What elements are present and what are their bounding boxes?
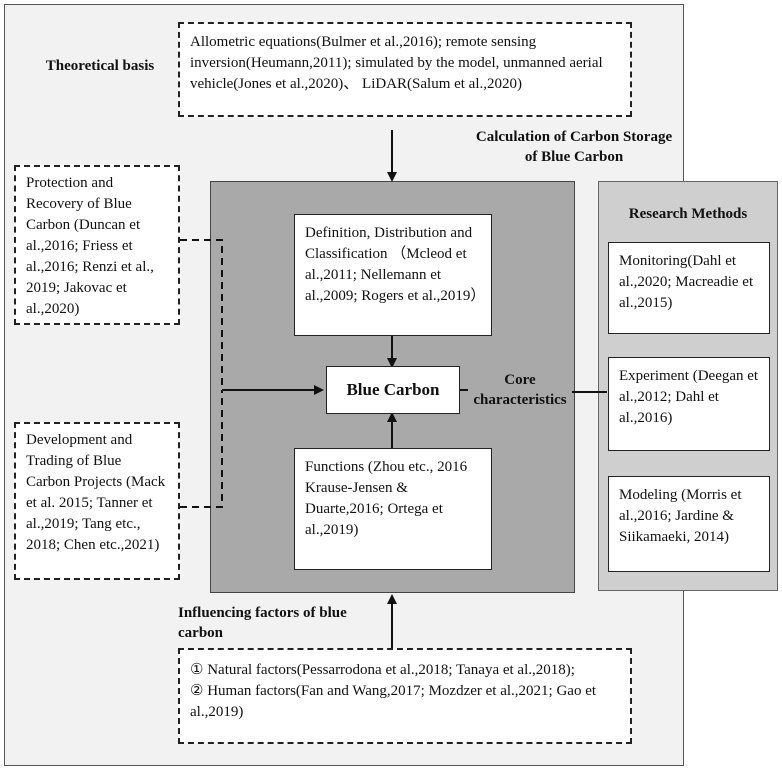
influencing-factors-label: Influencing factors of blue carbon xyxy=(178,605,347,641)
functions-box: Functions (Zhou etc., 2016 Krause-Jensen… xyxy=(294,448,492,570)
dashed-link-development xyxy=(180,390,223,508)
protection-recovery-text: Protection and Recovery of Blue Carbon (… xyxy=(26,175,154,317)
blue-carbon-box: Blue Carbon xyxy=(326,366,460,414)
monitoring-box: Monitoring(Dahl et al.,2020; Macreadie e… xyxy=(608,242,770,334)
research-methods-title: Research Methods xyxy=(628,206,748,222)
calculation-label: Calculation of Carbon Storage of Blue Ca… xyxy=(475,129,673,165)
monitoring-text: Monitoring(Dahl et al.,2020; Macreadie e… xyxy=(619,253,754,311)
protection-recovery-box: Protection and Recovery of Blue Carbon (… xyxy=(14,165,180,325)
human-factors-text: ② Human factors(Fan and Wang,2017; Mozdz… xyxy=(190,683,597,720)
modeling-box: Modeling (Morris et al.,2016; Jardine & … xyxy=(608,476,770,572)
modeling-text: Modeling (Morris et al.,2016; Jardine & … xyxy=(619,487,742,545)
core-characteristics-label: Core characteristics xyxy=(473,372,567,408)
allometric-equations-text: Allometric equations(Bulmer et al.,2016)… xyxy=(190,34,603,92)
natural-factors-text: ① Natural factors(Pessarrodona et al.,20… xyxy=(190,662,575,678)
allometric-equations-box: Allometric equations(Bulmer et al.,2016)… xyxy=(178,22,632,117)
experiment-box: Experiment (Deegan et al.,2012; Dahl et … xyxy=(608,357,770,451)
definition-text: Definition, Distribution and Classificat… xyxy=(305,225,486,304)
development-trading-text: Development and Trading of Blue Carbon P… xyxy=(26,432,166,553)
experiment-text: Experiment (Deegan et al.,2012; Dahl et … xyxy=(619,368,759,426)
definition-box: Definition, Distribution and Classificat… xyxy=(294,214,492,336)
dashed-link-protection xyxy=(180,239,223,390)
development-trading-box: Development and Trading of Blue Carbon P… xyxy=(14,422,180,580)
blue-carbon-text: Blue Carbon xyxy=(346,380,440,399)
theoretical-basis-label: Theoretical basis xyxy=(45,58,155,74)
influencing-factors-box: ① Natural factors(Pessarrodona et al.,20… xyxy=(178,648,632,744)
functions-text: Functions (Zhou etc., 2016 Krause-Jensen… xyxy=(305,459,468,538)
